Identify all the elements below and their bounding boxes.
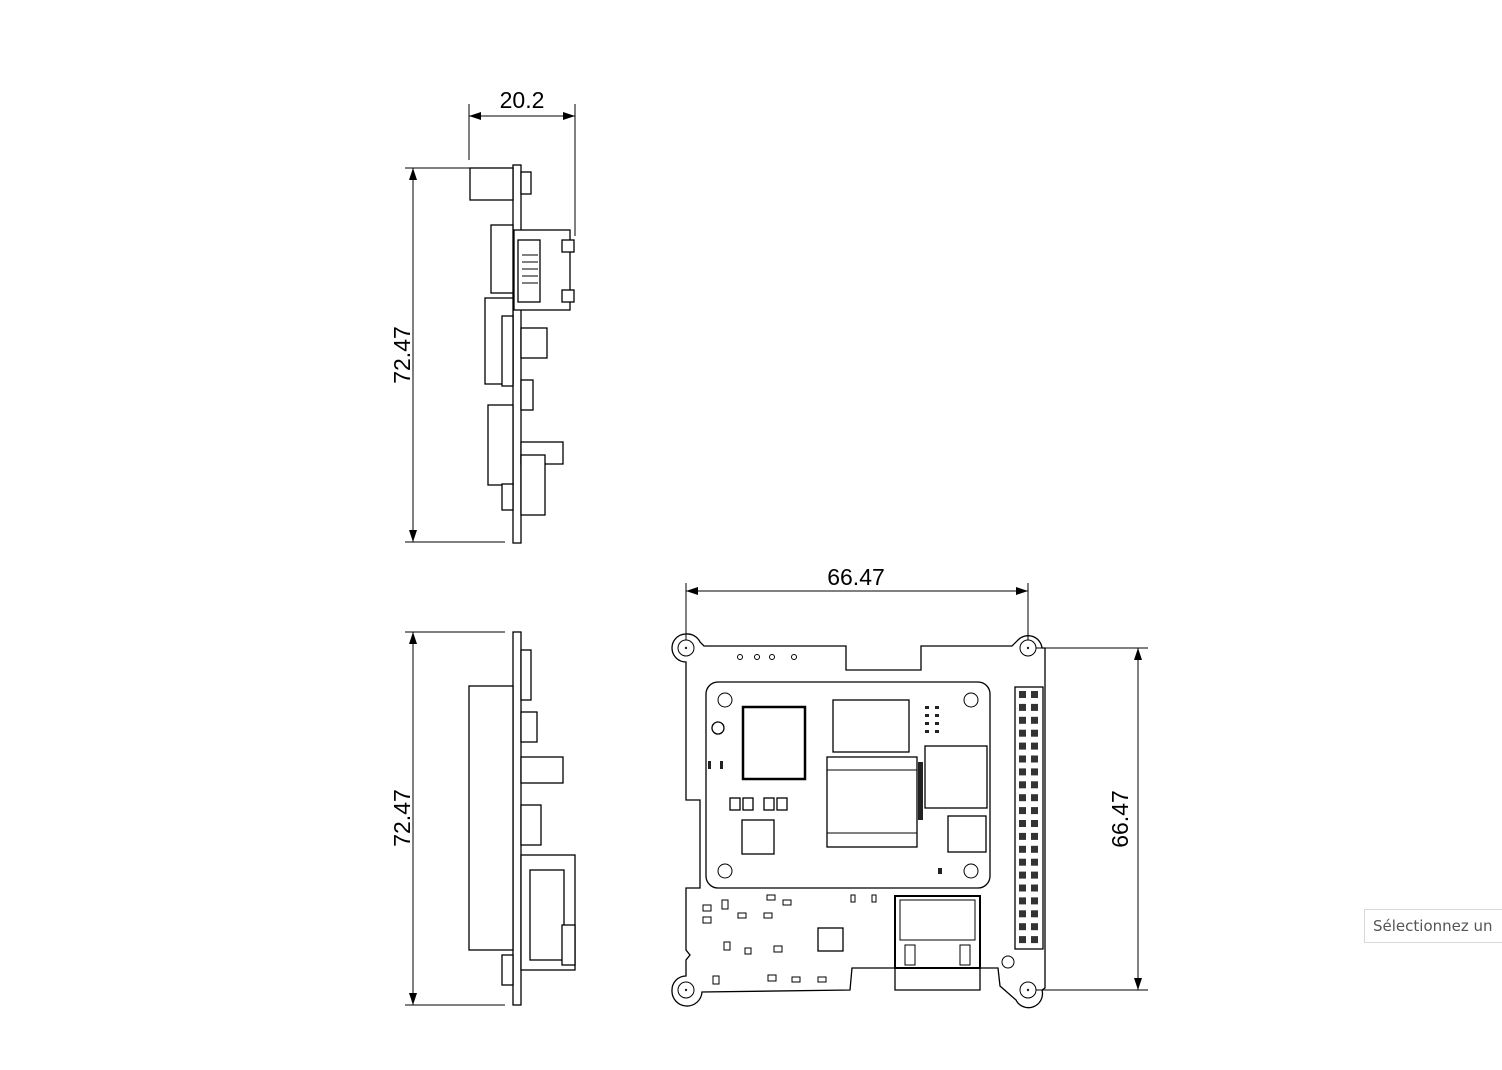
header-pin [1031, 923, 1038, 931]
header-pin [1019, 910, 1026, 918]
header-pin [1031, 897, 1038, 905]
board-side-profile [469, 164, 575, 544]
header-pin [1019, 820, 1026, 827]
header-pin [1031, 845, 1038, 853]
header-pin [1031, 858, 1038, 866]
header-pin [1031, 729, 1038, 737]
side-view-top: 20.2 72.47 [389, 87, 576, 544]
dimension-label: 66.47 [1107, 790, 1133, 848]
top-view: 66.47 66.47 [671, 564, 1148, 1009]
header-pin [1031, 871, 1038, 879]
header-pin [1019, 936, 1026, 944]
header-pin [1019, 884, 1026, 892]
header-pin [1019, 845, 1026, 853]
header-pin [1019, 807, 1026, 815]
header-pin [1031, 742, 1038, 750]
header-pin [1019, 832, 1026, 840]
header-pin [1019, 923, 1026, 931]
width-dimension-66-47: 66.47 [685, 564, 1029, 640]
dimension-label: 20.2 [500, 87, 545, 113]
header-pin [1019, 716, 1026, 724]
header-pin [1031, 716, 1038, 724]
header-pin [1031, 703, 1038, 711]
height-dimension-66-47: 66.47 [1036, 647, 1148, 991]
header-pin [1031, 832, 1038, 840]
small-components [708, 706, 942, 874]
header-pin [1019, 729, 1026, 737]
header-pin [1031, 755, 1038, 763]
ethernet-jack [894, 895, 981, 969]
header-pin [1031, 781, 1038, 789]
header-pin [1019, 858, 1026, 866]
header-pin [1031, 820, 1038, 827]
compute-module [705, 681, 991, 889]
header-pin [1019, 794, 1026, 802]
dimension-label: 72.47 [389, 326, 415, 384]
header-pin [1019, 897, 1026, 905]
selection-tooltip: Sélectionnez un [1364, 909, 1502, 943]
dimension-label: 66.47 [827, 564, 885, 590]
header-pin [1019, 871, 1026, 879]
header-pin [1031, 936, 1038, 944]
dimension-label: 72.47 [389, 789, 415, 847]
gpio-header [1014, 686, 1044, 950]
board-side-profile [468, 631, 576, 1006]
height-dimension-72-47: 72.47 [389, 167, 505, 543]
side-view-bottom: 72.47 [389, 631, 576, 1006]
header-pin [1019, 742, 1026, 750]
header-pin [1031, 884, 1038, 892]
header-pin [1031, 910, 1038, 918]
header-pin [1031, 807, 1038, 815]
header-pin [1031, 794, 1038, 802]
header-pin [1019, 755, 1026, 763]
header-pin [1019, 703, 1026, 711]
header-pin [1019, 781, 1026, 789]
width-dimension-20-2: 20.2 [468, 87, 576, 236]
header-pin [1019, 768, 1026, 776]
header-pin [1031, 768, 1038, 776]
height-dimension-72-47: 72.47 [389, 631, 505, 1006]
lower-components [702, 894, 877, 985]
header-pin [1019, 691, 1026, 698]
pcb-outline [671, 633, 1046, 1009]
header-pin [1031, 691, 1038, 698]
